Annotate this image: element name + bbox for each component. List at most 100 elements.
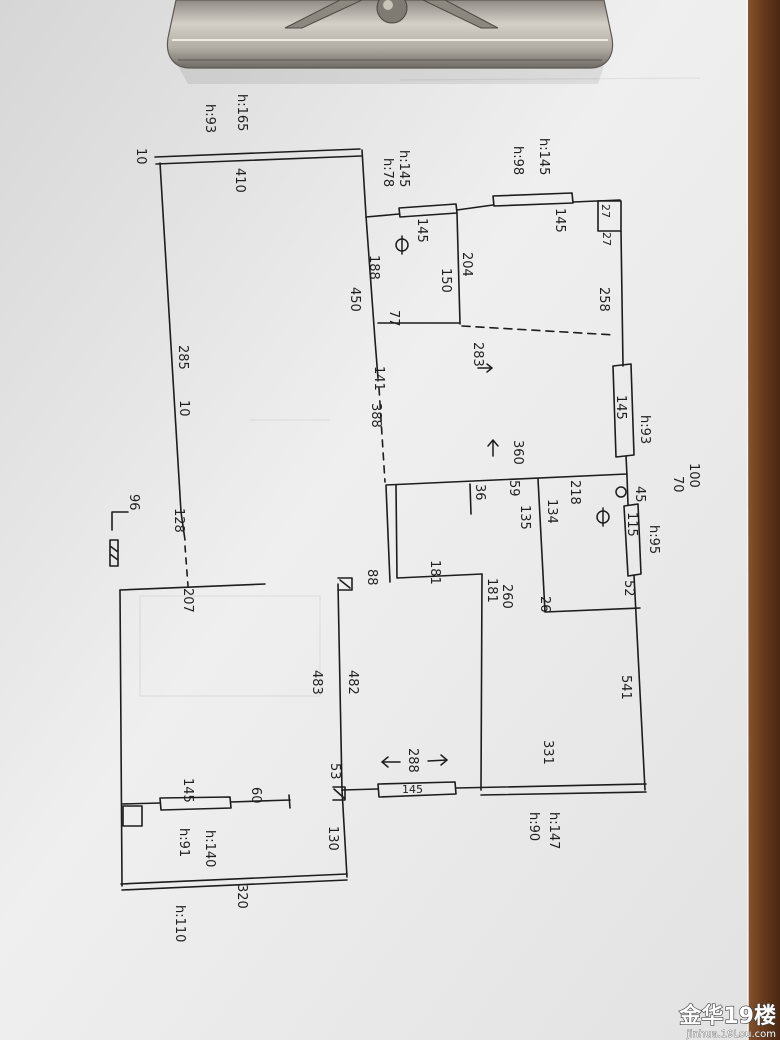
- dimension-label: 483: [309, 670, 324, 695]
- watermark: 金华19楼 jinhua.19Lou.com: [678, 1002, 777, 1040]
- dimension-label: 145: [180, 778, 195, 803]
- dimension-label: 181: [427, 560, 442, 585]
- window: [377, 781, 457, 798]
- watermark-url: jinhua.19Lou.com: [686, 1029, 776, 1040]
- dimension-label: 10: [176, 400, 191, 417]
- dashed-guide-line: [184, 545, 189, 587]
- dimension-label: 100: [686, 463, 701, 488]
- arrow-right-icon: [477, 363, 494, 373]
- outlet-icon: [615, 486, 627, 498]
- hatch-marker: [332, 577, 353, 801]
- height-label: h:140: [202, 830, 217, 867]
- arrow-left-icon: [380, 756, 401, 768]
- living-room-right-wall-dashed: [378, 387, 386, 483]
- dimension-label: 96: [126, 494, 141, 511]
- dimension-label: 145: [402, 783, 423, 796]
- living-room-left-wall: [159, 162, 182, 513]
- height-label: h:147: [546, 812, 561, 849]
- dimension-label: 115: [624, 512, 639, 537]
- kitchen-walls: [537, 478, 641, 613]
- dimension-label: 260: [499, 584, 514, 609]
- dimension-label: 88: [364, 569, 379, 586]
- dimension-annotations: 10 410 145 145 27 27 188 204 150 450 258…: [126, 148, 701, 909]
- living-room-right-wall: [361, 149, 379, 379]
- dimension-label: 128: [171, 508, 186, 533]
- middle-partition-wall: [385, 485, 391, 583]
- bottom-wall: [341, 783, 647, 796]
- dimension-label: 45: [632, 486, 647, 503]
- paper-show-through: [139, 77, 701, 697]
- dimension-label: 218: [567, 480, 582, 505]
- middle-horizontal-wall: [385, 473, 628, 486]
- middle-vertical-wall: [480, 573, 483, 791]
- height-label: h:145: [536, 138, 551, 175]
- right-wall-lower: [626, 475, 646, 791]
- dimension-label: 70: [670, 476, 685, 493]
- column: [122, 805, 143, 827]
- light-fixture-icon: [395, 235, 409, 255]
- window: [159, 796, 232, 811]
- lower-room-window-wall: [121, 794, 291, 809]
- wood-surface: [744, 0, 780, 1040]
- dimension-label: 52: [621, 580, 636, 597]
- dimension-label: 26: [537, 596, 552, 613]
- door-marker: [109, 511, 129, 567]
- paper-edge: [746, 0, 749, 1040]
- height-label: h:98: [510, 146, 525, 175]
- dimension-label: 320: [234, 884, 249, 909]
- dimension-label: 360: [510, 440, 525, 465]
- paper-sheet: [0, 0, 748, 1040]
- lower-room-left-wall: [119, 589, 123, 887]
- clip-shadow: [178, 66, 604, 84]
- dimension-label: 135: [517, 505, 532, 530]
- watermark-brand: 金华19楼: [678, 1003, 776, 1029]
- dimension-label: 207: [180, 588, 195, 613]
- dimension-label: 145: [414, 218, 429, 243]
- dimension-label: 541: [618, 675, 633, 700]
- floor-plan: [109, 148, 647, 891]
- dimension-label: 410: [232, 168, 247, 193]
- height-label: h:93: [202, 104, 217, 133]
- window: [612, 363, 635, 458]
- dimension-label: 388: [368, 403, 383, 428]
- plan-symbols: [380, 235, 627, 768]
- right-wall-upper: [620, 230, 628, 477]
- clipboard-clip: [166, 0, 614, 84]
- arrow-up-icon: [487, 438, 499, 457]
- dimension-label: 134: [544, 499, 559, 524]
- window: [492, 192, 574, 207]
- clip-lever-right: [422, 0, 499, 29]
- height-label: h:110: [172, 905, 187, 942]
- dashed-guide-line: [461, 325, 616, 336]
- dimension-label: 258: [596, 287, 611, 312]
- dimension-label: 150: [438, 268, 453, 293]
- height-label: h:78: [380, 158, 395, 187]
- dimension-label: 27: [600, 232, 613, 246]
- dimension-label: 188: [366, 255, 381, 280]
- height-label: h:95: [646, 525, 661, 554]
- dimension-label: 10: [133, 148, 148, 165]
- dimension-label: 145: [552, 208, 567, 233]
- dimension-label: 145: [613, 395, 628, 420]
- light-fixture-icon: [596, 507, 610, 527]
- height-label: h:93: [637, 415, 652, 444]
- height-label: h:90: [526, 812, 541, 841]
- height-label: h:145: [396, 150, 411, 187]
- dimension-label: 450: [347, 287, 362, 312]
- bedroom-partition-wall: [377, 212, 461, 325]
- dimension-label: 77: [386, 310, 401, 327]
- height-annotations: h:165 h:93 h:145 h:78 h:145 h:98 h:93 h:…: [172, 94, 661, 942]
- height-label: h:165: [234, 94, 249, 131]
- dimension-label: 130: [325, 826, 340, 851]
- dimension-label: 285: [175, 345, 190, 370]
- dimension-label: 59: [506, 480, 521, 497]
- dimension-label: 283: [470, 342, 485, 367]
- dimension-label: 60: [248, 787, 263, 804]
- clip-lever-left: [284, 0, 363, 29]
- dimension-label: 331: [540, 740, 555, 765]
- lower-room-bottom-wall: [120, 873, 348, 891]
- height-label: h:91: [176, 828, 191, 857]
- column: [597, 200, 622, 232]
- dimension-label: 204: [459, 252, 474, 277]
